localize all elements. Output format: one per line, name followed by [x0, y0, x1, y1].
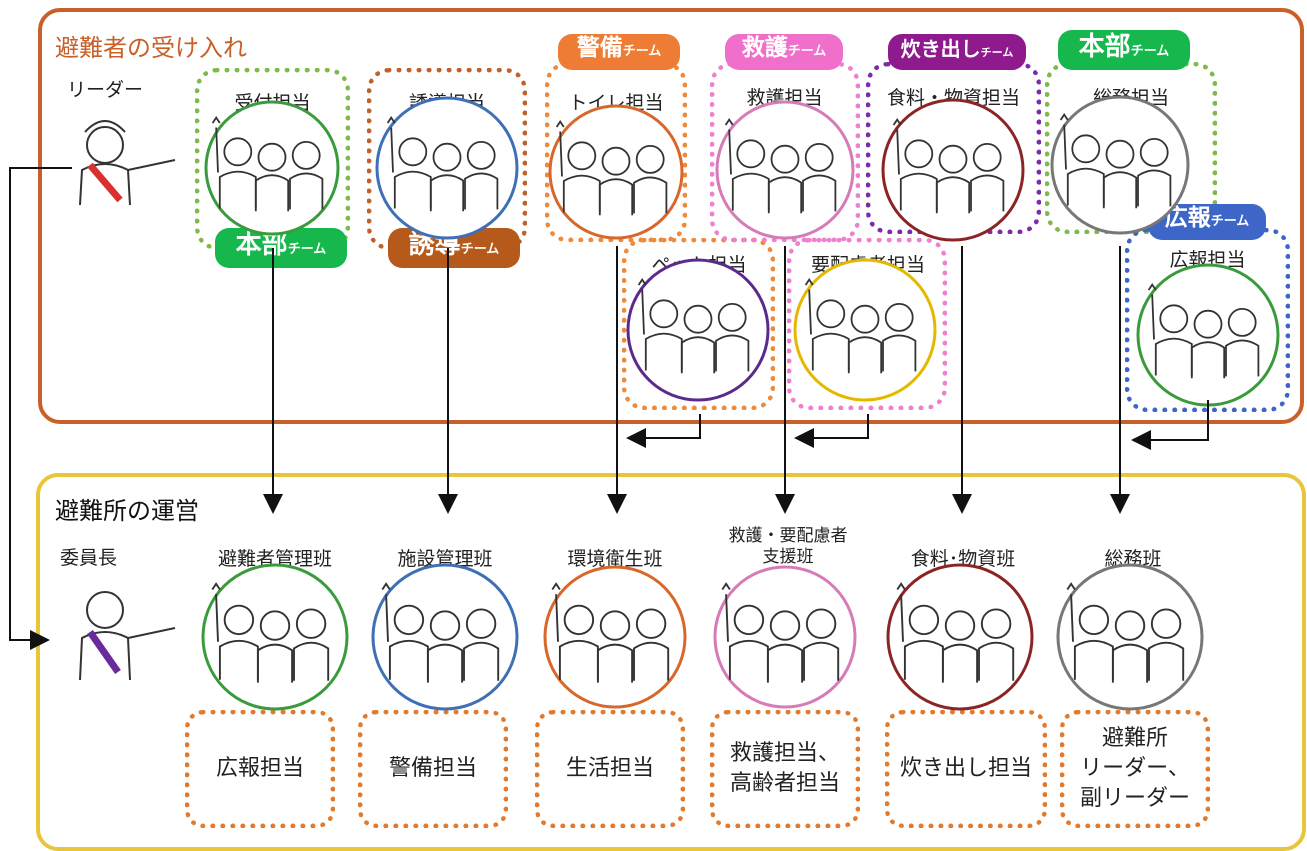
team-badge-rescue: 救護チーム — [725, 34, 843, 70]
team-badge-headquarters-2: 本部チーム — [1058, 30, 1190, 70]
team-badge-cooking: 炊き出しチーム — [888, 34, 1026, 70]
circle-facility-management — [371, 563, 519, 711]
circle-guidance — [375, 96, 519, 240]
circle-pr — [1136, 263, 1280, 407]
circle-special-care — [793, 258, 937, 402]
unit-label-evacuee-management: 避難者管理班 — [217, 548, 332, 570]
duty-box-1: 広報担当 — [185, 710, 335, 828]
operation-section-title: 避難所の運営 — [55, 497, 199, 525]
circle-sanitation — [543, 565, 687, 709]
leader-label: リーダー — [67, 79, 144, 101]
circle-rescue — [715, 100, 855, 240]
circle-food-supplies — [886, 563, 1034, 711]
unit-label-food-supplies: 食料･物資班 — [910, 548, 1016, 570]
unit-label-sanitation: 環境衛生班 — [567, 548, 663, 570]
reception-section-title: 避難者の受け入れ — [55, 34, 247, 62]
chairperson-figure — [79, 591, 176, 681]
leader-figure — [79, 120, 176, 206]
duty-box-4: 救護担当、 高齢者担当 — [710, 710, 860, 828]
chairperson-label: 委員長 — [60, 547, 118, 569]
circle-evacuee-management — [201, 563, 349, 711]
unit-label-rescue-support: 救護・要配慮者 支援班 — [728, 526, 848, 568]
team-badge-security: 警備チーム — [558, 34, 680, 70]
circle-pet — [626, 258, 770, 402]
reception-section-frame — [38, 8, 1304, 424]
circle-food — [881, 98, 1025, 242]
group-label-toilet: トイレ担当 — [568, 92, 664, 114]
circle-toilet — [548, 104, 684, 240]
pet-group-box — [622, 238, 775, 410]
duty-box-6: 避難所 リーダー、 副リーダー — [1060, 710, 1210, 828]
team-badge-pr: 広報チーム — [1148, 204, 1266, 240]
unit-label-facility-management: 施設管理班 — [397, 548, 493, 570]
leader-to-chair-connector — [9, 167, 72, 650]
circle-reception — [204, 100, 340, 236]
duty-box-5: 炊き出し担当 — [885, 710, 1047, 828]
special-care-group-box — [787, 238, 947, 410]
circle-rescue-support — [713, 565, 857, 709]
duty-box-2: 警備担当 — [358, 710, 508, 828]
group-label-pr: 広報担当 — [1169, 249, 1246, 271]
duty-box-3: 生活担当 — [535, 710, 685, 828]
circle-general-affairs-unit — [1056, 563, 1204, 711]
circle-general-affairs — [1050, 95, 1190, 235]
group-label-food: 食料・物資担当 — [886, 87, 1020, 109]
